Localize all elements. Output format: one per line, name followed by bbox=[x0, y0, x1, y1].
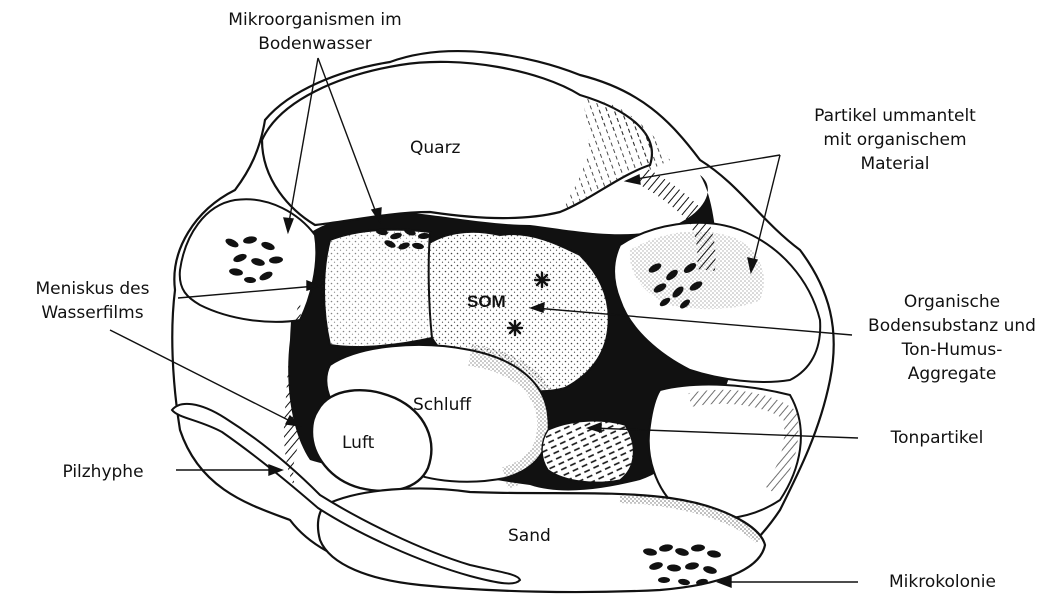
label-mikrokolonie: Mikrokolonie bbox=[855, 570, 1030, 594]
region-som: SOM bbox=[467, 291, 506, 313]
label-meniskus: Meniskus des Wasserfilms bbox=[0, 277, 185, 325]
region-luft: Luft bbox=[342, 432, 374, 454]
label-mikroorganismen: Mikroorganismen im Bodenwasser bbox=[215, 8, 415, 56]
region-sand: Sand bbox=[508, 525, 551, 547]
label-organische: Organische Bodensubstanz und Ton-Humus- … bbox=[848, 290, 1056, 386]
region-quarz: Quarz bbox=[410, 137, 461, 159]
label-tonpartikel: Tonpartikel bbox=[862, 426, 1012, 450]
label-partikel: Partikel ummantelt mit organischem Mater… bbox=[795, 104, 995, 176]
region-schluff: Schluff bbox=[413, 394, 471, 416]
label-pilzhyphe: Pilzhyphe bbox=[28, 460, 178, 484]
